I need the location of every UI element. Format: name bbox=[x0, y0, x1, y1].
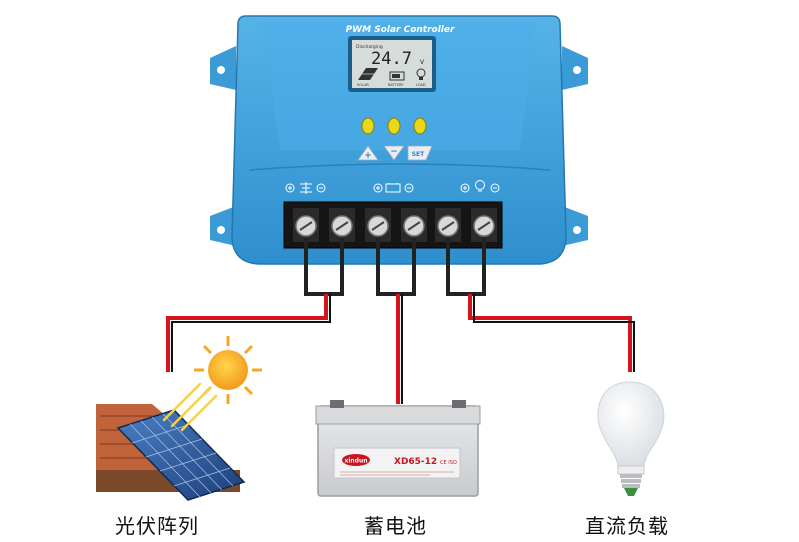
solar-terminal-symbols-icon bbox=[285, 182, 326, 194]
battery-label-panel bbox=[333, 447, 461, 479]
load-wire-loop bbox=[446, 238, 486, 296]
bulb-icon bbox=[597, 381, 665, 467]
load-wire-red bbox=[468, 294, 632, 372]
solar-array-illustration bbox=[96, 336, 262, 501]
load-wire-black bbox=[473, 294, 635, 372]
battery-terminal-icon bbox=[330, 400, 344, 408]
set-button-label: SET bbox=[412, 151, 425, 158]
terminal-block bbox=[283, 201, 503, 249]
battery-lid bbox=[315, 405, 481, 425]
solar-array-label: 光伏阵列 bbox=[115, 514, 199, 538]
wiring bbox=[166, 238, 635, 404]
right-mount-ear-bottom bbox=[562, 206, 588, 246]
status-led-load bbox=[413, 117, 427, 135]
dc-load-label: 直流负载 bbox=[585, 514, 669, 538]
terminal-screw-icon bbox=[329, 208, 355, 242]
down-button[interactable]: − bbox=[383, 145, 405, 161]
bulb-base-icon bbox=[620, 474, 642, 488]
bulb-neck bbox=[617, 465, 645, 475]
battery-brand: xindun bbox=[344, 458, 367, 465]
up-button[interactable]: + bbox=[357, 145, 379, 161]
battery-terminal-icon bbox=[452, 400, 466, 408]
terminal-screw-icon bbox=[293, 208, 319, 242]
battery-label: 蓄电池 bbox=[364, 514, 427, 538]
battery-terminal-symbols-icon bbox=[373, 183, 414, 193]
solar-wire-black bbox=[171, 294, 331, 372]
battery-cert: CE ISO bbox=[440, 460, 457, 466]
terminal-screw-icon bbox=[471, 208, 497, 242]
terminal-screw-icon bbox=[435, 208, 461, 242]
lcd-label-battery: BATTERY bbox=[388, 83, 404, 87]
terminal-screw-icon bbox=[401, 208, 427, 242]
battery-illustration: xindun XD65-12 CE ISO bbox=[315, 400, 481, 497]
load-terminal-symbols-icon bbox=[460, 180, 500, 193]
battery-model: XD65-12 bbox=[394, 457, 437, 467]
solar-panel-icon bbox=[116, 409, 246, 501]
lcd-voltage-readout: 24.7 bbox=[371, 49, 412, 69]
mount-hole-icon bbox=[573, 66, 581, 74]
sun-rays-icon bbox=[162, 382, 218, 432]
battery-brand-badge bbox=[342, 454, 370, 466]
lcd-bulb-icon bbox=[416, 68, 426, 80]
mount-hole-icon bbox=[573, 226, 581, 234]
housing-contour bbox=[249, 163, 551, 171]
up-button-label: + bbox=[364, 151, 372, 161]
lcd-solar-panel-icon bbox=[358, 68, 378, 80]
terminal-symbols bbox=[285, 180, 500, 194]
status-led-solar bbox=[361, 117, 375, 135]
dc-load-illustration bbox=[597, 381, 665, 496]
controller-title: PWM Solar Controller bbox=[346, 25, 455, 35]
mount-hole-icon bbox=[217, 66, 225, 74]
terminal-screws bbox=[293, 208, 497, 242]
solar-panel-grid bbox=[129, 413, 234, 498]
lcd-status-text: Discharging bbox=[356, 44, 383, 50]
status-led-battery bbox=[387, 117, 401, 135]
solar-wire-red bbox=[166, 294, 328, 372]
lcd-voltage-unit: V bbox=[420, 59, 425, 66]
down-button-label: − bbox=[390, 147, 398, 157]
mount-hole-icon bbox=[217, 226, 225, 234]
terminal-screw-icon bbox=[365, 208, 391, 242]
bulb-contact bbox=[624, 488, 638, 496]
set-button[interactable]: SET bbox=[407, 145, 433, 161]
charge-controller: PWM Solar Controller Discharging 24.7 V … bbox=[210, 15, 588, 265]
left-mount-ear-bottom bbox=[210, 206, 236, 246]
lcd-label-solar: SOLAR bbox=[357, 83, 369, 87]
lcd-battery-icon bbox=[389, 71, 405, 81]
lcd-label-load: LOAD bbox=[416, 83, 426, 87]
